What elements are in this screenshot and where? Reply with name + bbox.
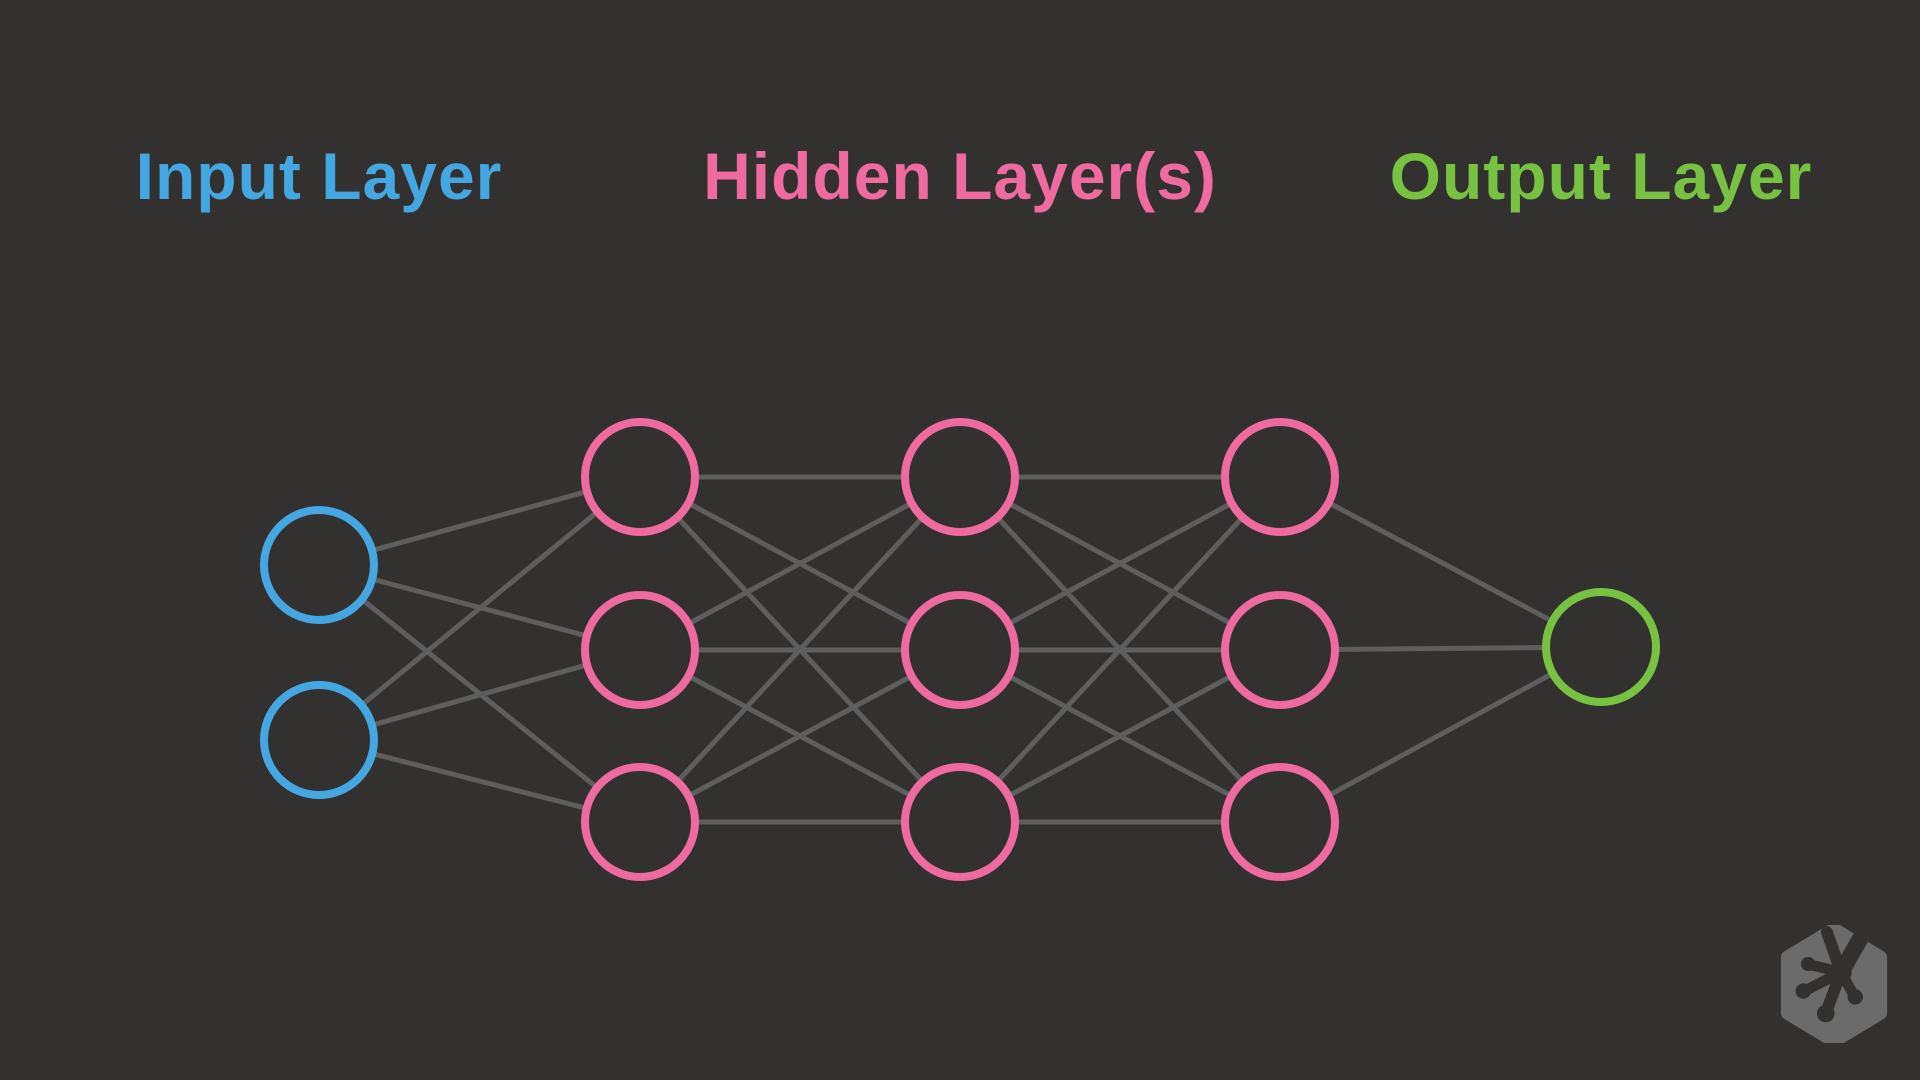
edge [958, 475, 1282, 824]
edge [1278, 474, 1603, 650]
output-node-1 [1542, 588, 1660, 706]
hidden-3-node-1 [1221, 418, 1339, 536]
hidden-3-node-3 [1221, 763, 1339, 881]
hidden-1-node-3 [581, 763, 699, 881]
edge [317, 475, 642, 742]
treehouse-logo-icon [1780, 925, 1888, 1043]
edge [958, 474, 1282, 653]
node-group [260, 418, 1660, 881]
input-node-2 [260, 681, 378, 799]
hidden-2-node-2 [901, 591, 1019, 709]
edge [638, 474, 962, 653]
hidden-2-node-1 [901, 418, 1019, 536]
edge [638, 475, 962, 824]
edge [1278, 644, 1603, 825]
hidden-2-node-3 [901, 763, 1019, 881]
label-input-layer: Input Layer [135, 139, 503, 213]
hidden-1-node-2 [581, 591, 699, 709]
frog-footprint-cutout [1795, 926, 1869, 1023]
hidden-3-node-2 [1221, 591, 1339, 709]
edge [638, 647, 962, 825]
input-node-1 [260, 506, 378, 624]
label-hidden-layers: Hidden Layer(s) [703, 139, 1217, 213]
edge [958, 647, 1282, 825]
label-output-layer: Output Layer [1389, 139, 1813, 213]
hidden-1-node-1 [581, 418, 699, 536]
